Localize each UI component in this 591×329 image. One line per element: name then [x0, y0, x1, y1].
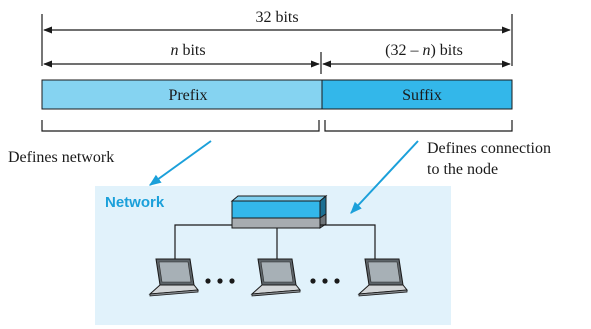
suffix-bits-label: (32 – n) bits: [385, 42, 463, 59]
prefix-field: [41, 79, 323, 110]
prefix-bracket: [41, 120, 320, 132]
suffix-bracket: [324, 120, 513, 132]
switch-icon: [230, 194, 328, 229]
network-cable: [174, 224, 376, 262]
prefix-pointer-arrow: [149, 140, 212, 186]
total-bits-label: 32 bits: [255, 9, 298, 26]
suffix-label: Suffix: [402, 87, 442, 104]
network-label: Network: [105, 194, 165, 211]
ellipsis-dots: [205, 278, 340, 284]
suffix-note-line2: to the node: [427, 161, 498, 178]
prefix-note: Defines network: [8, 149, 114, 166]
prefix-label: Prefix: [168, 87, 207, 104]
prefix-bits-label: n bits: [170, 42, 205, 59]
suffix-pointer-arrow: [350, 140, 419, 214]
suffix-field: [321, 79, 513, 110]
suffix-note-line1: Defines connection: [427, 140, 551, 157]
